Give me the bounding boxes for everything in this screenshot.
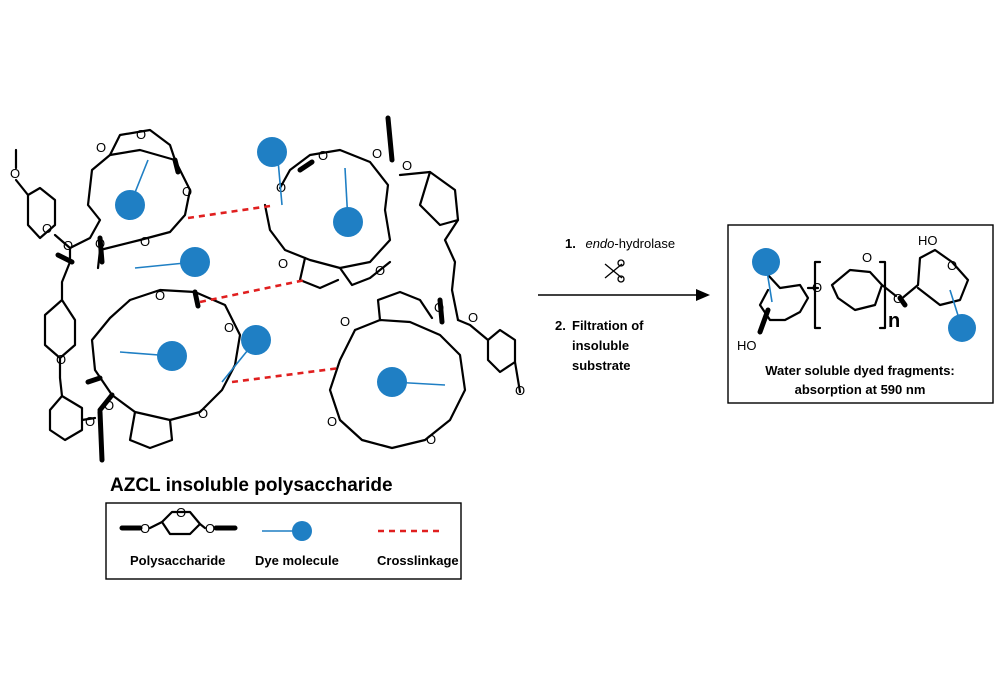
step-1-italic: endo [585,236,614,251]
svg-text:O: O [85,414,95,429]
legend-label-polysaccharide: Polysaccharide [130,553,225,568]
svg-text:O: O [468,310,478,325]
product-box: O O O O HO HO n Water soluble dyed fragm… [727,224,994,404]
step-2-line-1: Filtration of [572,318,644,333]
svg-text:O: O [95,236,105,251]
svg-text:O: O [198,406,208,421]
svg-text:O: O [96,140,106,155]
step-1-num: 1. [565,236,576,251]
svg-text:O: O [278,256,288,271]
svg-text:O: O [862,250,872,265]
dye-molecules [115,137,446,397]
svg-text:O: O [327,414,337,429]
svg-text:O: O [515,383,525,398]
svg-text:O: O [340,314,350,329]
svg-text:O: O [182,184,192,199]
legend-label-crosslinkage: Crosslinkage [377,553,459,568]
ho-bottom-label: HO [737,338,757,353]
svg-text:O: O [812,280,822,295]
svg-text:O: O [140,234,150,249]
step-2-line-3: substrate [572,358,631,373]
svg-text:O: O [434,300,444,315]
svg-text:O: O [375,263,385,278]
scissors-icon [604,259,625,283]
step-2-line-2: insoluble [572,338,629,353]
svg-text:O: O [136,127,146,142]
legend-label-dye: Dye molecule [255,553,339,568]
polymer-title: AZCL insoluble polysaccharide [110,475,393,496]
product-caption-line-2: absorption at 590 nm [795,382,926,397]
svg-text:O: O [176,505,186,520]
svg-text:O: O [56,352,66,367]
svg-text:O: O [155,288,165,303]
crosslinks [187,204,341,384]
step-1-text: -hydrolase [614,236,675,251]
svg-text:O: O [893,291,903,306]
reaction-steps: 1. endo-hydrolase 2. Filtration of insol… [538,236,710,373]
step-2-num: 2. [555,318,566,333]
svg-text:O: O [426,432,436,447]
ho-top-label: HO [918,233,938,248]
svg-text:O: O [42,221,52,236]
svg-text:O: O [63,238,73,253]
svg-text:O: O [318,148,328,163]
dye-legend-icon [262,521,312,541]
legend: O O O Polysaccharide Dye molecule Crossl… [105,502,462,580]
svg-text:O: O [140,521,150,536]
svg-text:O: O [947,258,957,273]
svg-text:O: O [10,166,20,181]
product-caption-line-1: Water soluble dyed fragments: [765,363,955,378]
polysaccharide-legend-icon: O O O [119,505,238,536]
repeat-n: n [888,310,900,332]
arrow-head [696,289,710,301]
svg-text:O: O [205,521,215,536]
step-1: 1. endo-hydrolase [565,236,675,251]
svg-text:O: O [402,158,412,173]
svg-text:O: O [104,398,114,413]
svg-text:O: O [224,320,234,335]
svg-text:O: O [372,146,382,161]
